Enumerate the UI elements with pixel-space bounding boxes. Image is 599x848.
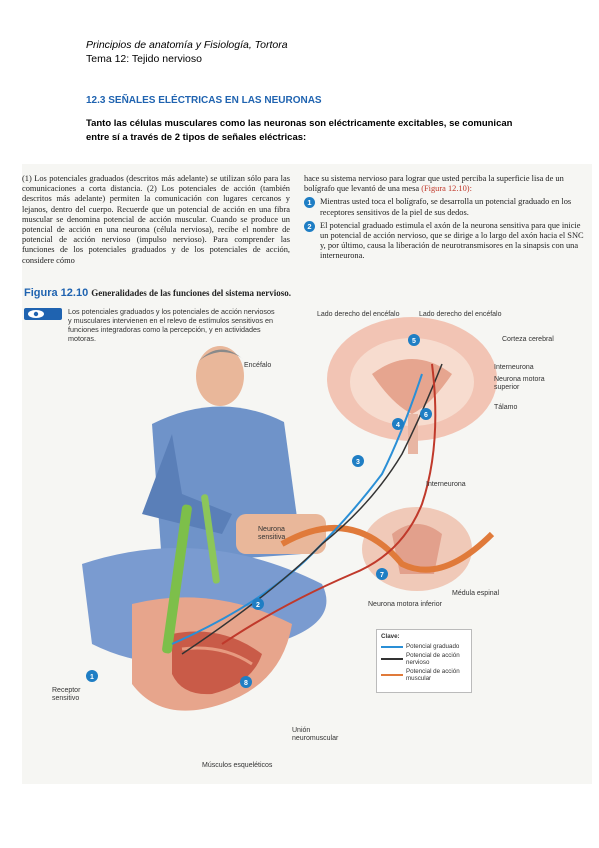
label-interneurona-1: Interneurona (494, 364, 534, 371)
person-illustration (142, 346, 326, 564)
eye-icon (24, 308, 62, 320)
step-number: 2 (304, 220, 315, 232)
figure-title: Figura 12.10 Generalidades de las funcio… (24, 287, 291, 299)
figure-number: Figura 12.10 (24, 287, 89, 299)
marker-2-label: 2 (256, 602, 260, 609)
label-medula: Médula espinal (452, 590, 500, 597)
label-musculos: Músculos esqueléticos (202, 762, 273, 769)
marker-6-label: 6 (424, 412, 428, 419)
step-1: 1 Mientras usted toca el bolígrafo, se de… (304, 197, 590, 217)
legend-item: Potencial graduado (381, 643, 467, 650)
marker-5 (408, 334, 420, 346)
label-motora-superior: Neurona motora superior (494, 376, 545, 391)
topic-title: Tema 12: Tejido nervioso (86, 53, 202, 65)
textbook-right-column: hace su sistema nervioso para lograr que… (304, 174, 590, 262)
label-corteza: Corteza cerebral (502, 336, 554, 343)
step-text: Mientras usted toca el bolígrafo, se des… (320, 197, 572, 217)
label-lado-1: Lado derecho del encéfalo (317, 311, 400, 318)
label-union: Unión neuromuscular (292, 727, 339, 742)
step-text: El potencial graduado estimula el axón d… (320, 220, 584, 261)
marker-8 (240, 676, 252, 688)
legend-key: Clave: Potencial graduado Potencial de a… (376, 629, 472, 693)
textbook-left-column: (1) Los potenciales graduados (descritos… (22, 174, 290, 265)
nervous-system-illustration: 1 2 3 4 5 6 7 8 (82, 317, 497, 711)
legend-item: Potencial de acción nervioso (381, 652, 467, 666)
marker-1-label: 1 (90, 674, 94, 681)
intro-paragraph: Tanto las células musculares como las ne… (86, 118, 513, 143)
marker-3-label: 3 (356, 459, 360, 466)
figure-ref: (Figura 12.10): (421, 184, 472, 194)
page-header: Principios de anatomía y Fisiología, Tor… (86, 38, 288, 66)
label-interneurona-2: Interneurona (426, 481, 466, 488)
right-intro: hace su sistema nervioso para lograr que… (304, 174, 564, 194)
legend-title: Clave: (381, 633, 400, 640)
marker-6 (420, 408, 432, 420)
section-title: 12.3 SEÑALES ELÉCTRICAS EN LAS NEURONAS (86, 95, 322, 106)
step-2: 2 El potencial graduado estimula el axón … (304, 220, 590, 262)
label-neurona-sensitiva: Neurona sensitiva (258, 526, 286, 541)
marker-7-label: 7 (380, 572, 384, 579)
marker-3 (352, 455, 364, 467)
spinal-cord-illustration (280, 507, 495, 591)
label-motora-inferior: Neurona motora inferior (368, 601, 442, 608)
marker-1 (86, 670, 98, 682)
figure-heading: Generalidades de las funciones del siste… (91, 288, 292, 298)
course-title: Principios de anatomía y Fisiología, Tor… (86, 39, 288, 51)
label-receptor: Receptor sensitivo (52, 687, 81, 702)
label-lado-2: Lado derecho del encéfalo (419, 311, 502, 318)
figure-caption: Los potenciales graduados y los potencia… (68, 307, 275, 343)
marker-7 (376, 568, 388, 580)
textbook-page-image: (1) Los potenciales graduados (descritos… (22, 164, 592, 784)
marker-2 (252, 598, 264, 610)
legend-item: Potencial de acción muscular (381, 668, 467, 682)
marker-4 (392, 418, 404, 430)
marker-5-label: 5 (412, 338, 416, 345)
label-encefalo: Encéfalo (244, 362, 272, 369)
marker-4-label: 4 (396, 422, 400, 429)
label-talamo: Tálamo (494, 404, 518, 411)
brain-illustration (327, 317, 497, 454)
step-number: 1 (304, 197, 315, 209)
marker-8-label: 8 (244, 680, 248, 687)
